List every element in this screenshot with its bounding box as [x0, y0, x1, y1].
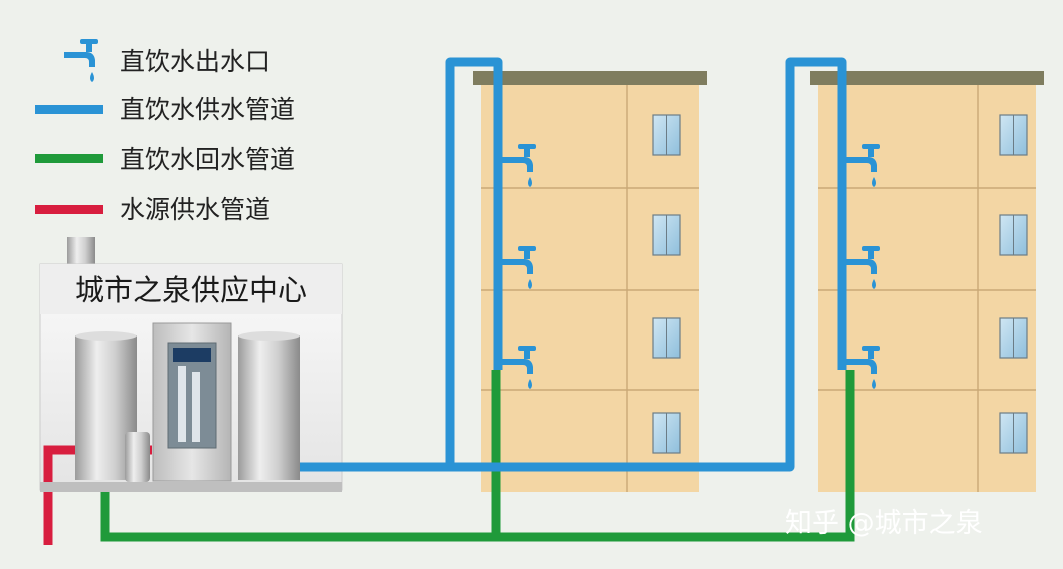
- legend-label-return: 直饮水回水管道: [120, 145, 295, 174]
- building-1: [473, 71, 707, 492]
- right-tank: [238, 335, 300, 480]
- window: [999, 412, 1028, 454]
- building-2-roof: [810, 71, 1044, 85]
- legend-item-supply: 直饮水供水管道: [35, 95, 295, 124]
- building-2-windows: [999, 114, 1028, 454]
- window: [652, 412, 681, 454]
- building-1-roof: [473, 71, 707, 85]
- supply-center-title: 城市之泉供应中心: [75, 273, 307, 307]
- building-1-windows: [652, 114, 681, 454]
- watermark: 知乎 @城市之泉: [785, 508, 983, 539]
- window: [652, 317, 681, 359]
- window: [652, 114, 681, 156]
- supply-center-sign: [40, 264, 342, 314]
- window: [999, 114, 1028, 156]
- legend-item-source: 水源供水管道: [35, 195, 270, 224]
- return-line-swatch: [35, 154, 103, 163]
- legend-label-source: 水源供水管道: [120, 195, 270, 224]
- direct-drinking-supply-pipe: [300, 57, 847, 472]
- source-line-swatch: [35, 205, 103, 214]
- window: [652, 214, 681, 256]
- treatment-equipment: [40, 322, 342, 492]
- legend-item-return: 直饮水回水管道: [35, 145, 295, 174]
- window: [999, 317, 1028, 359]
- legend-label-supply: 直饮水供水管道: [120, 95, 295, 124]
- legend-item-outlet: 直饮水出水口: [64, 39, 270, 82]
- return-water-pipe: [100, 370, 855, 542]
- window: [999, 214, 1028, 256]
- roof-tank: [67, 237, 95, 267]
- legend-label-outlet: 直饮水出水口: [120, 47, 270, 76]
- legend: 直饮水出水口 直饮水供水管道 直饮水回水管道 水源供水管道: [35, 39, 295, 224]
- faucet-icon: [64, 39, 98, 82]
- supply-line-swatch: [35, 105, 103, 114]
